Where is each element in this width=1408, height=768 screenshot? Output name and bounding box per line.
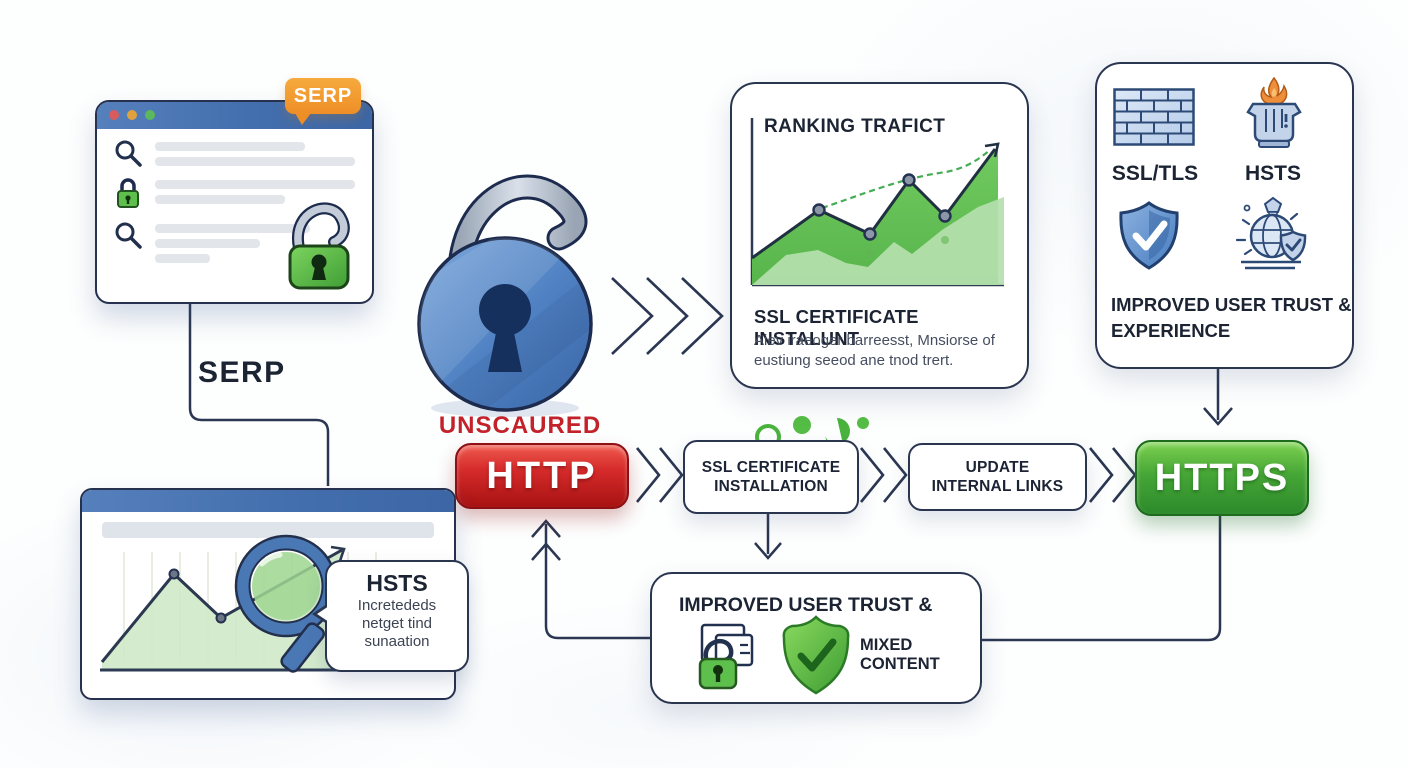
hsts-bubble-title: HSTS	[366, 570, 428, 596]
browser-titlebar	[82, 490, 454, 512]
result-line	[155, 254, 210, 263]
hsts-bubble-line2: netget tind	[361, 615, 433, 632]
ssl-installation-line1: SSL CERTIFICATE	[701, 459, 841, 476]
hsts-label: HSTS	[1244, 162, 1301, 185]
result-line	[155, 157, 355, 166]
benefits-caption-line1: IMPROVED USER TRUST &	[1111, 294, 1352, 315]
hsts-bubble-line1: Incretededs	[357, 597, 437, 614]
brazier-flame-icon	[1246, 76, 1302, 148]
http-button[interactable]: HTTP	[455, 443, 629, 509]
ranking-card-body-line2: eustiung seeod ane tnod trert.	[754, 352, 954, 369]
arrow-up-icon	[531, 519, 650, 640]
benefits-card: SSL/TLS HSTS IMPROVED USER TRUST & EXPER…	[1095, 62, 1354, 369]
document-padlock-icon	[698, 623, 754, 690]
window-maximize-dot[interactable]	[145, 110, 155, 120]
benefits-caption-line2: EXPERIENCE	[1111, 320, 1231, 341]
serp-browser-window	[95, 100, 374, 304]
ranking-chart-title: RANKING TRAFICT	[764, 116, 946, 137]
serp-badge: SERP	[285, 78, 361, 125]
https-button-label: HTTPS	[1154, 456, 1290, 499]
http-button-label: HTTP	[486, 454, 598, 497]
shield-check-icon	[1119, 201, 1179, 270]
result-line	[155, 180, 355, 189]
chevron-right-icon	[611, 277, 724, 355]
window-close-dot[interactable]	[109, 110, 119, 120]
trust-card-title: IMPROVED USER TRUST &	[679, 594, 933, 616]
hsts-bubble-line3: sunaation	[364, 633, 430, 650]
ranking-card-subtitle: SSL CERTIFICATE INSTALUNT	[754, 306, 919, 349]
ssl-installation-step[interactable]: SSL CERTIFICATE INSTALLATION	[683, 440, 859, 514]
trust-card: IMPROVED USER TRUST & MIXED CONTENT	[650, 572, 982, 704]
result-line	[155, 195, 285, 204]
update-links-line1: UPDATE	[965, 459, 1030, 476]
connector-https-to-trust	[978, 514, 1222, 642]
serp-badge-label: SERP	[293, 84, 353, 107]
result-line	[155, 239, 260, 248]
globe-shield-icon	[1235, 196, 1307, 270]
arrow-down-icon	[754, 512, 782, 560]
chevron-right-icon	[635, 447, 1137, 503]
arrow-down-icon	[1203, 368, 1233, 426]
bubble-tail	[317, 606, 329, 622]
padlock-locked-icon	[117, 178, 139, 208]
ranking-card-body-line1: Aiev iraeoger barreesst, Mnsiorse of	[754, 332, 995, 349]
hsts-bubble: HSTS Incretededs netget tind sunaation	[312, 560, 469, 672]
update-internal-links-step[interactable]: UPDATE INTERNAL LINKS	[908, 443, 1087, 511]
unsecured-padlock-icon	[417, 174, 593, 417]
mixed-content-label: MIXED CONTENT	[860, 636, 940, 673]
brick-wall-icon	[1113, 88, 1195, 146]
search-icon	[115, 222, 142, 249]
ranking-chart	[750, 118, 1004, 287]
ssl-installation-line2: INSTALLATION	[714, 478, 828, 495]
search-icon	[115, 140, 142, 167]
ranking-traffic-card: RANKING TRAFICT SSL CERTIFICATE INSTALUN…	[730, 82, 1029, 389]
https-button[interactable]: HTTPS	[1135, 440, 1309, 516]
result-line	[155, 224, 310, 233]
unsecured-caption: UNSCAURED	[438, 412, 602, 439]
update-links-line2: INTERNAL LINKS	[931, 478, 1064, 495]
chart-data-points	[812, 173, 952, 257]
badge-tail	[295, 113, 311, 125]
window-minimize-dot[interactable]	[127, 110, 137, 120]
ssl-tls-label: SSL/TLS	[1111, 162, 1199, 185]
connector-serp-to-analytics	[188, 302, 330, 486]
toolbar-bar	[102, 522, 434, 538]
serp-text-label: SERP	[198, 356, 286, 389]
shield-check-green-icon	[782, 615, 850, 695]
padlock-open-icon	[288, 202, 350, 290]
result-line	[155, 142, 305, 151]
